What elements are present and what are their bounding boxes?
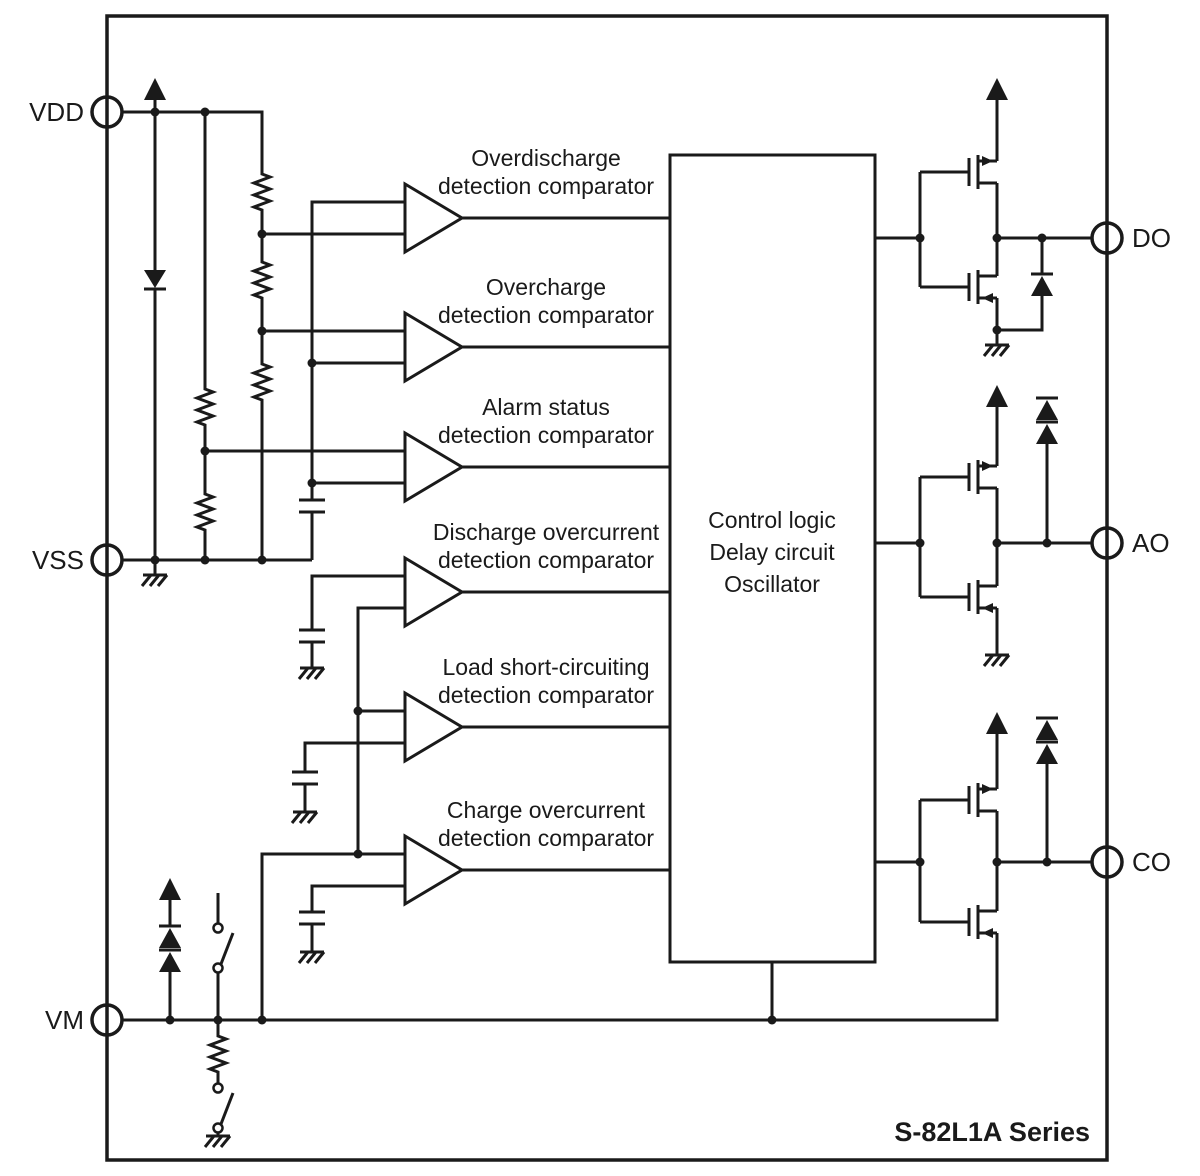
control-block-outline: [668, 153, 877, 964]
pin-vss: VSS: [32, 543, 124, 577]
supply-arrow-icon: [144, 78, 166, 100]
comparator-label-line1: Discharge overcurrent: [433, 519, 660, 545]
capacitor-icon: [297, 498, 327, 514]
comparator-label-line2: detection comparator: [438, 682, 654, 708]
comparator-label-line1: Load short-circuiting: [442, 654, 649, 680]
mosfet-do-low-icon: [918, 268, 999, 306]
comparator-label-line2: detection comparator: [438, 173, 654, 199]
ic-boundary: [105, 14, 1109, 1162]
wiring: [122, 100, 1092, 1136]
capacitor-icon: [297, 628, 327, 644]
ground-icon: [297, 950, 326, 965]
control-block-line1: Control logic: [708, 507, 836, 533]
comparator-label-line2: detection comparator: [438, 825, 654, 851]
comparator-alarm-status: Alarm status detection comparator: [403, 394, 654, 504]
diode-stack-icon: [157, 924, 183, 974]
comparator-label-line1: Alarm status: [482, 394, 610, 420]
comparator-load-short-circuiting: Load short-circuiting detection comparat…: [403, 654, 654, 764]
diode-icon: [142, 268, 168, 291]
comparator-symbol: [403, 555, 465, 629]
ground-icon: [140, 573, 169, 588]
ground-icon: [290, 810, 319, 825]
resistor-icon: [252, 256, 272, 304]
ground-icon: [982, 343, 1011, 358]
pin-vss-label: VSS: [32, 545, 84, 575]
pin-co: CO: [1090, 845, 1171, 879]
comparator-symbol: [403, 430, 465, 504]
diode-stack-icon: [1034, 716, 1060, 766]
resistor-icon: [208, 1030, 228, 1078]
comparator-label-line2: detection comparator: [438, 302, 654, 328]
control-logic-block: Control logic Delay circuit Oscillator: [668, 153, 877, 964]
switch-icon: [212, 922, 235, 974]
capacitor-icon: [290, 770, 320, 786]
pin-do: DO: [1090, 221, 1171, 255]
pin-ao: AO: [1090, 526, 1170, 560]
supply-arrow-icon: [986, 385, 1008, 407]
comparator-symbol: [403, 181, 465, 255]
comparator-symbol: [403, 310, 465, 384]
pin-ao-label: AO: [1132, 528, 1170, 558]
diode-icon: [1029, 272, 1055, 298]
comparator-symbol: [403, 690, 465, 764]
supply-arrow-icon: [986, 78, 1008, 100]
mosfet-co-high-icon: [918, 781, 999, 819]
comparator-label-line1: Overcharge: [486, 274, 606, 300]
mosfet-ao-low-icon: [918, 578, 999, 616]
comparator-label-line1: Charge overcurrent: [447, 797, 646, 823]
pin-vdd-label: VDD: [29, 97, 84, 127]
switch-icon: [212, 1082, 235, 1134]
control-block-line2: Delay circuit: [709, 539, 835, 565]
comparator-label-line1: Overdischarge: [471, 145, 621, 171]
ground-icon: [297, 666, 326, 681]
comparator-charge-overcurrent: Charge overcurrent detection comparator: [403, 797, 654, 907]
ground-icon: [203, 1134, 232, 1149]
capacitor-icon: [297, 910, 327, 926]
mosfet-do-high-icon: [918, 153, 999, 191]
comparator-label-line2: detection comparator: [438, 422, 654, 448]
pin-do-terminal: [1090, 221, 1124, 255]
comparator-overcharge: Overcharge detection comparator: [403, 274, 654, 384]
ground-icon: [982, 653, 1011, 668]
comparator-overdischarge: Overdischarge detection comparator: [403, 145, 654, 255]
resistor-icon: [195, 383, 215, 431]
junction-dots: [150, 107, 1052, 1025]
comparator-label-line2: detection comparator: [438, 547, 654, 573]
pin-do-label: DO: [1132, 223, 1171, 253]
pin-vdd: VDD: [29, 95, 124, 129]
series-label: S-82L1A Series: [894, 1117, 1090, 1147]
supply-arrow-icon: [986, 712, 1008, 734]
comparator-symbol: [403, 833, 465, 907]
pin-vss-terminal: [90, 543, 124, 577]
resistor-icon: [252, 358, 272, 406]
pin-vm-terminal: [90, 1003, 124, 1037]
mosfet-ao-high-icon: [918, 458, 999, 496]
resistor-icon: [195, 488, 215, 536]
comparator-discharge-overcurrent: Discharge overcurrent detection comparat…: [403, 519, 660, 629]
resistor-icon: [252, 168, 272, 216]
mosfet-co-low-icon: [918, 903, 999, 941]
control-block-line3: Oscillator: [724, 571, 820, 597]
pin-vdd-terminal: [90, 95, 124, 129]
pin-co-terminal: [1090, 845, 1124, 879]
pin-ao-terminal: [1090, 526, 1124, 560]
pin-co-label: CO: [1132, 847, 1171, 877]
pin-vm-label: VM: [45, 1005, 84, 1035]
supply-arrow-icon: [159, 878, 181, 900]
diode-stack-icon: [1034, 396, 1060, 446]
pin-vm: VM: [45, 1003, 124, 1037]
